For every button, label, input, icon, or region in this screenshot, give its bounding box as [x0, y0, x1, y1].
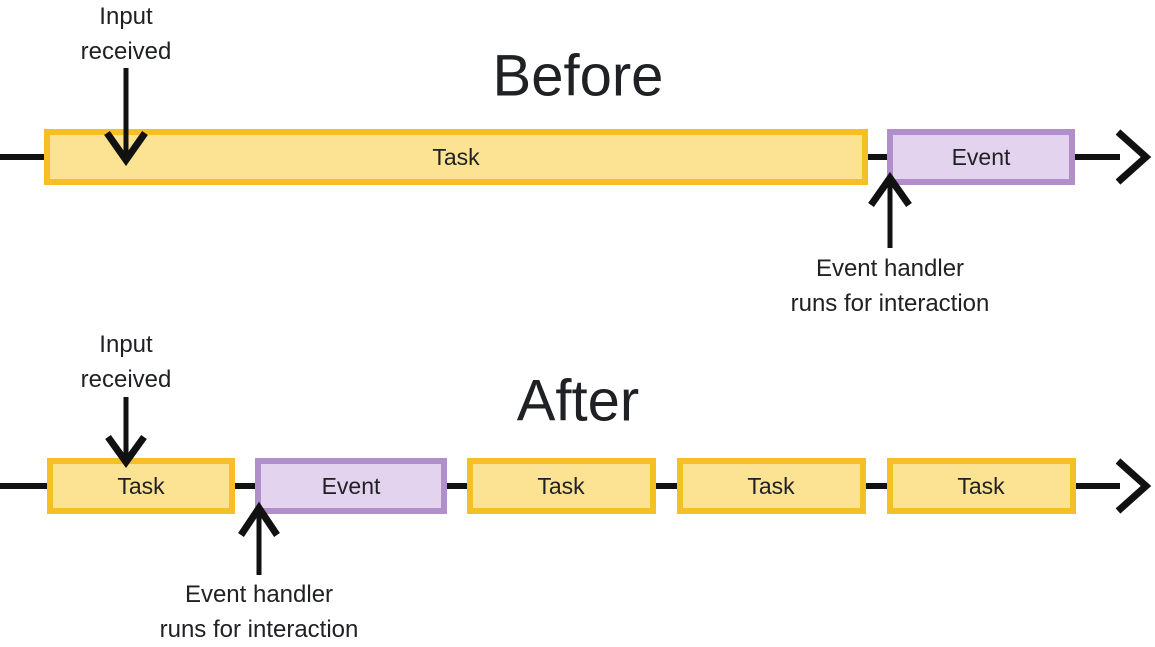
- before-event-label: Event: [952, 144, 1011, 170]
- after-input-received-line1: Input: [99, 331, 153, 358]
- before-input-received-line2: received: [81, 38, 172, 65]
- after-task-box-2[interactable]: [467, 458, 656, 514]
- before-axis-arrowhead: [1115, 129, 1152, 185]
- before-input-arrow-head: [104, 130, 148, 167]
- after-task-label-3: Task: [747, 473, 795, 499]
- before-task-box[interactable]: [44, 129, 868, 185]
- before-handler-caption-line1: Event handler: [816, 255, 964, 282]
- before-handler-caption-line2: runs for interaction: [791, 290, 990, 317]
- after-task-label-4: Task: [957, 473, 1005, 499]
- section-after: Task Event Task Task Task After Input re…: [0, 331, 1152, 643]
- before-handler-arrow-head: [868, 171, 912, 208]
- after-input-received-line2: received: [81, 366, 172, 393]
- after-task-label-2: Task: [537, 473, 585, 499]
- before-task-label: Task: [432, 144, 480, 170]
- after-task-box-4[interactable]: [887, 458, 1076, 514]
- after-handler-caption-line2: runs for interaction: [160, 616, 359, 643]
- after-axis-arrowhead: [1115, 458, 1152, 514]
- after-event-box[interactable]: [255, 458, 447, 514]
- after-task-box-1[interactable]: [47, 458, 235, 514]
- after-handler-arrow-head: [238, 501, 280, 537]
- section-before: Task Event Before Input received Event h…: [0, 3, 1152, 317]
- after-task-label-1: Task: [117, 473, 165, 499]
- before-title: Before: [493, 43, 664, 108]
- after-title: After: [517, 368, 640, 433]
- after-input-arrow-head: [105, 434, 147, 468]
- after-handler-caption-line1: Event handler: [185, 581, 333, 608]
- after-event-label: Event: [322, 473, 381, 499]
- after-task-box-3[interactable]: [677, 458, 866, 514]
- before-input-received-line1: Input: [99, 3, 153, 30]
- before-event-box[interactable]: [887, 129, 1075, 185]
